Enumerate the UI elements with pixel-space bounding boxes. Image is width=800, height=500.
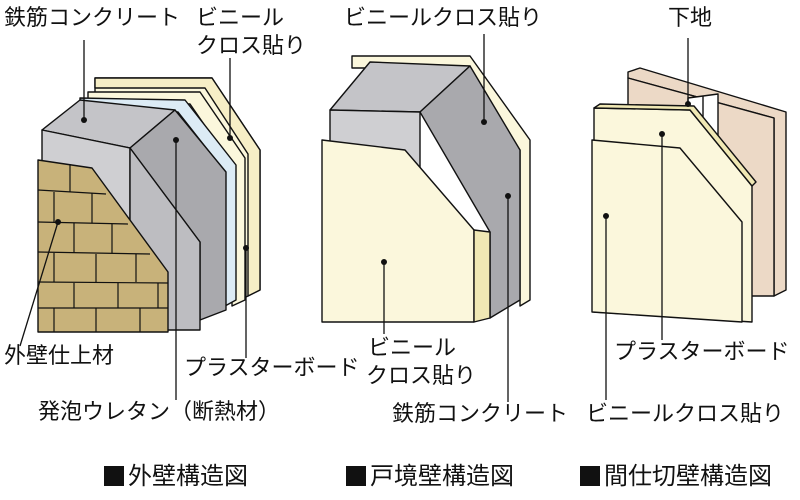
caption-text: 外壁構造図: [128, 462, 248, 490]
label-vinyl-3: ビニールクロス貼り: [586, 402, 785, 427]
label-base: 下地: [668, 6, 713, 31]
label-vinyl-1a: ビニール: [196, 6, 285, 31]
label-plasterboard-1: プラスターボード: [184, 356, 360, 381]
label-urethane: 発泡ウレタン（断熱材）: [38, 400, 281, 425]
label-vinyl-2a: ビニール: [368, 336, 457, 361]
caption-square-icon: [104, 466, 124, 486]
label-concrete-1: 鉄筋コンクリート: [4, 6, 181, 31]
label-concrete-2: 鉄筋コンクリート: [392, 402, 569, 427]
exterior-wall-illustration: [37, 77, 261, 333]
caption-square-icon: [346, 466, 366, 486]
caption-text: 間仕切壁構造図: [604, 462, 772, 490]
partition-wall-illustration: [591, 67, 787, 323]
party-wall-illustration: [321, 55, 531, 323]
label-exterior-finish: 外壁仕上材: [4, 344, 115, 369]
caption-partition-wall: 間仕切壁構造図: [580, 456, 772, 491]
leader-lines: [19, 34, 689, 402]
label-vinyl-2b: クロス貼り: [366, 364, 477, 389]
label-vinyl-top-2: ビニールクロス貼り: [344, 6, 543, 31]
caption-square-icon: [580, 466, 600, 486]
leader-dots: [55, 101, 691, 265]
exterior-finish-brick: [37, 159, 169, 333]
partition-front-face: [591, 139, 743, 323]
brick-joints: [37, 164, 169, 332]
caption-exterior-wall: 外壁構造図: [104, 456, 248, 491]
label-vinyl-1b: クロス貼り: [196, 34, 307, 59]
front-vinyl-board: [321, 139, 475, 323]
caption-party-wall: 戸境壁構造図: [346, 456, 514, 491]
caption-text: 戸境壁構造図: [370, 462, 514, 490]
label-plasterboard-3: プラスターボード: [614, 340, 790, 365]
